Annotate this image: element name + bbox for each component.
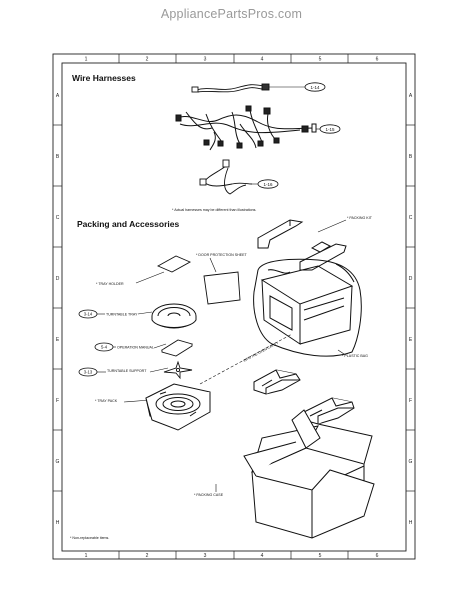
label-operation-manual: OPERATION MANUAL — [117, 346, 154, 350]
harness-1-15-drawing — [175, 105, 320, 151]
svg-text:3-14: 3-14 — [84, 312, 93, 317]
col-label-bottom-4: 4 — [261, 553, 264, 559]
operation-manual-drawing — [160, 339, 194, 357]
col-label-top-3: 3 — [204, 57, 207, 63]
harness-1-14-drawing — [191, 83, 305, 93]
harness-note: * Actual harnesses may be different than… — [172, 208, 256, 212]
label-turntable-tray: TURNTABLE TRAY — [106, 313, 138, 317]
turntable-support-drawing — [163, 360, 193, 380]
harness-1-16-drawing — [199, 159, 258, 195]
ref-bubble-1-14: 1-14 — [304, 82, 326, 92]
packing-case-drawing — [243, 409, 375, 539]
operation-manual-leader — [153, 343, 167, 349]
col-label-bottom-2: 2 — [146, 553, 149, 559]
wire-harnesses-title: Wire Harnesses — [72, 73, 136, 83]
row-label-left-e: E — [56, 337, 60, 343]
label-packing-kit: * PACKING KIT — [347, 216, 373, 220]
row-label-left-g: G — [56, 459, 60, 465]
row-label-right-g: G — [409, 459, 413, 465]
label-door-protection-sheet: * DOOR PROTECTION SHEET — [196, 253, 248, 257]
svg-text:1-16: 1-16 — [263, 182, 273, 187]
row-label-right-h: H — [409, 520, 413, 526]
ref-bubble-3-13: 3-13 — [78, 367, 98, 377]
packing-title: Packing and Accessories — [77, 219, 179, 229]
svg-text:3-13: 3-13 — [84, 370, 93, 375]
packing-kit-leader — [317, 219, 347, 233]
label-tray-holder: * TRAY HOLDER — [96, 282, 124, 286]
svg-text:1-15: 1-15 — [325, 127, 335, 132]
ref-bubble-3-14: 3-14 — [78, 309, 98, 319]
row-label-left-c: C — [56, 215, 60, 221]
door-sheet-leader — [209, 257, 217, 273]
row-label-left-f: F — [56, 398, 59, 404]
col-label-top-6: 6 — [376, 57, 379, 63]
col-label-bottom-3: 3 — [204, 553, 207, 559]
ref-bubble-1-15: 1-15 — [319, 124, 341, 134]
row-label-right-e: E — [409, 337, 413, 343]
turntable-support-leader — [149, 367, 169, 373]
label-packing-case: * PACKING CASE — [194, 493, 224, 497]
turntable-tray-drawing — [151, 303, 197, 329]
site-watermark: AppliancePartsPros.com — [160, 7, 303, 21]
bottom-column-ticks — [118, 551, 349, 559]
col-label-top-5: 5 — [319, 57, 322, 63]
row-label-right-d: D — [409, 276, 413, 282]
row-label-left-h: H — [56, 520, 60, 526]
tray-pack-drawing — [145, 383, 211, 431]
svg-text:5-4: 5-4 — [101, 345, 108, 350]
label-tray-pack: * TRAY PACK — [95, 399, 118, 403]
label-into-oven-cavity: INTO THE OVEN CAVITY — [243, 341, 280, 363]
row-label-left-d: D — [56, 276, 60, 282]
packing-kit-blocks — [257, 219, 347, 271]
col-label-top-2: 2 — [146, 57, 149, 63]
label-plastic-bag: * PLASTIC BAG — [342, 354, 368, 358]
ref-bubble-1-16: 1-16 — [257, 179, 279, 189]
row-label-right-a: A — [409, 93, 413, 99]
right-row-ticks — [406, 124, 415, 492]
door-protection-sheet-drawing — [203, 271, 241, 305]
microwave-plastic-bag-drawing — [253, 258, 362, 357]
row-label-right-f: F — [409, 398, 412, 404]
col-label-bottom-5: 5 — [319, 553, 322, 559]
row-label-right-c: C — [409, 215, 413, 221]
left-row-ticks — [53, 124, 62, 492]
row-label-right-b: B — [409, 154, 413, 160]
turntable-tray-leader — [137, 311, 153, 315]
svg-text:1-14: 1-14 — [310, 85, 320, 90]
row-label-left-a: A — [56, 93, 60, 99]
tray-pack-leader — [123, 399, 151, 403]
plastic-bag-leader — [337, 349, 345, 355]
col-label-bottom-6: 6 — [376, 553, 379, 559]
col-label-bottom-1: 1 — [85, 553, 88, 559]
top-column-ticks — [118, 54, 349, 63]
col-label-top-4: 4 — [261, 57, 264, 63]
col-label-top-1: 1 — [85, 57, 88, 63]
label-turntable-support: TURNTABLE SUPPORT — [107, 369, 147, 373]
ref-bubble-5-4: 5-4 — [94, 342, 114, 352]
packing-kit-blocks-lower — [253, 369, 355, 425]
row-label-left-b: B — [56, 154, 60, 160]
footnote-non-replaceable: * Non-replaceable items. — [70, 536, 109, 540]
tray-holder-drawing — [156, 255, 192, 273]
tray-holder-leader — [135, 271, 165, 284]
oven-cavity-dashed-line — [199, 333, 293, 385]
